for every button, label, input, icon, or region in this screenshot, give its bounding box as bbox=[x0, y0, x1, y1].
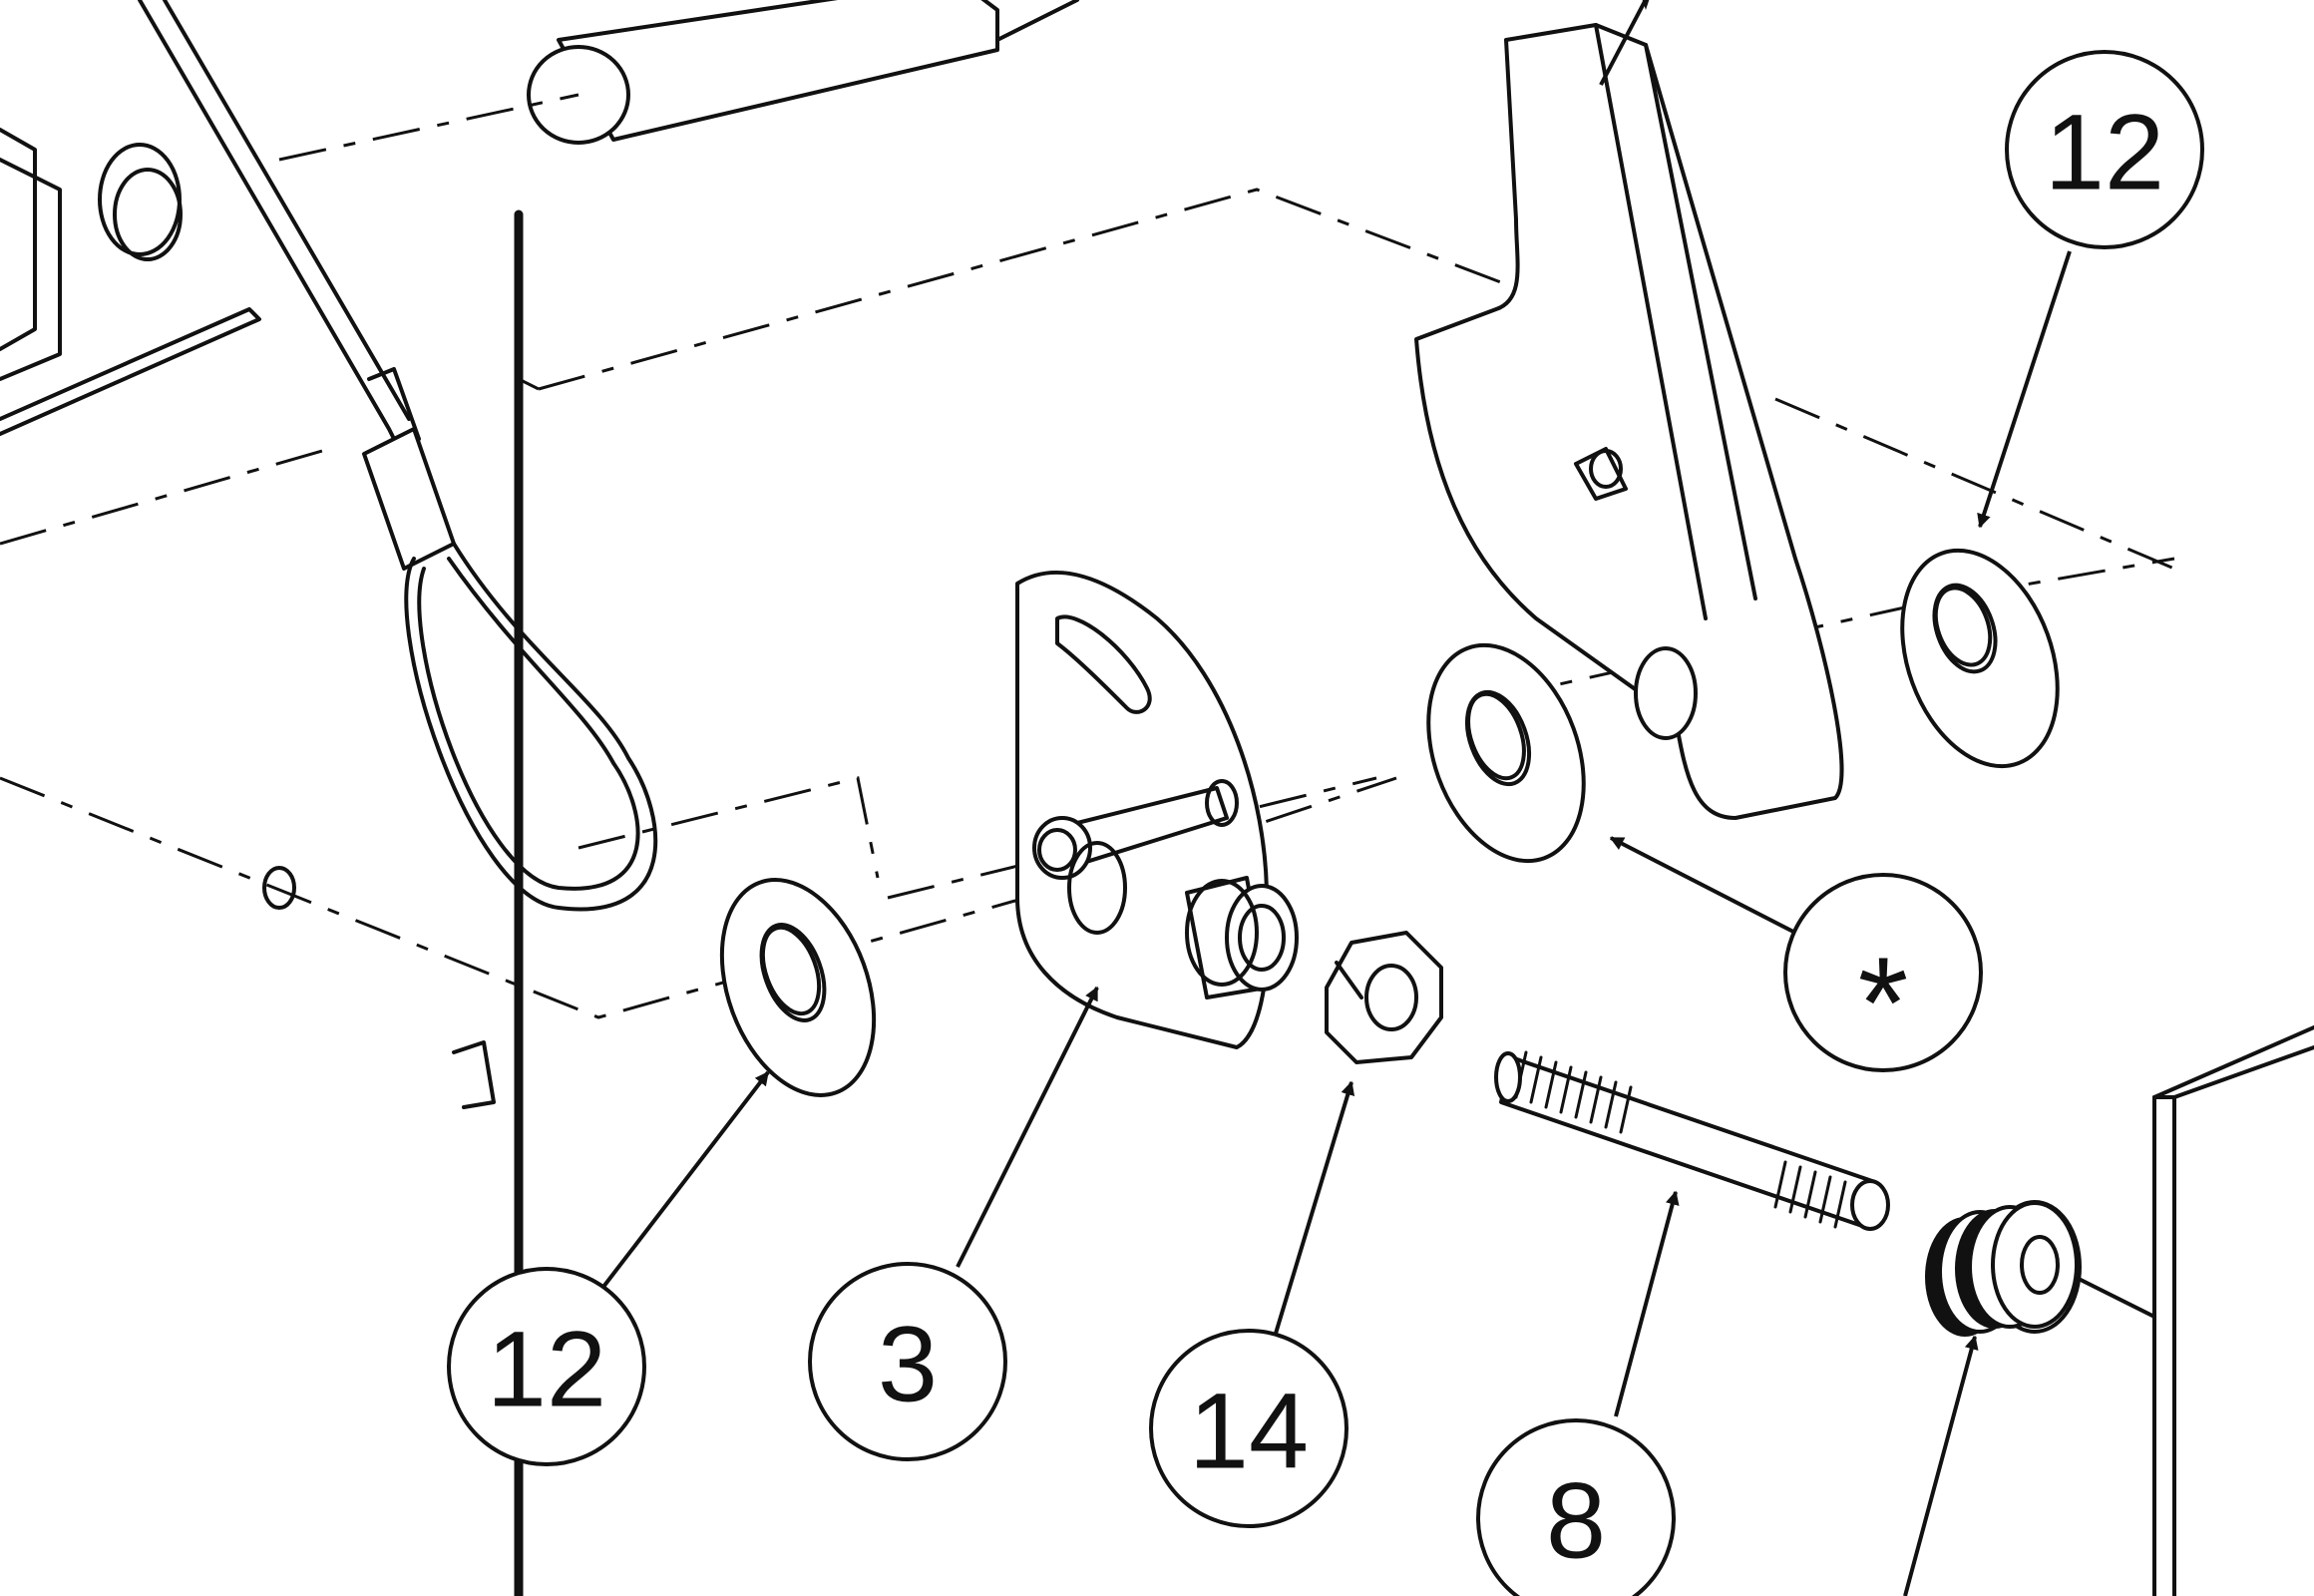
arrow-bracket bbox=[956, 986, 1099, 1268]
washer-left bbox=[719, 878, 877, 1097]
hex-nut bbox=[1325, 931, 1443, 1064]
callout-label-stud: 8 bbox=[1546, 1460, 1606, 1581]
rubber-bushing bbox=[1925, 1200, 2082, 1337]
pivot-arm bbox=[1414, 23, 1844, 820]
arrow-spacer-washer bbox=[1609, 836, 1796, 935]
leader-arrows bbox=[601, 0, 2072, 1596]
callout-label-spacer-washer: * bbox=[1858, 930, 1909, 1075]
washer-right bbox=[1900, 548, 2060, 769]
arrow-washer-right bbox=[1977, 250, 2072, 529]
arrow-top-partial bbox=[1599, 0, 1648, 86]
bracket-plate bbox=[1015, 570, 1299, 1049]
callout-spacer-washer: * bbox=[1783, 873, 1983, 1075]
callout-washer-right: 12 bbox=[2005, 50, 2204, 249]
callout-bracket: 3 bbox=[808, 1262, 1007, 1461]
callout-label-washer-left: 12 bbox=[487, 1309, 606, 1429]
callout-label-nut: 14 bbox=[1189, 1371, 1309, 1491]
arrow-nut bbox=[1270, 1080, 1355, 1348]
threaded-stud bbox=[1494, 1050, 1890, 1231]
spacer-washer bbox=[1426, 642, 1586, 864]
callout-nut: 14 bbox=[1149, 1329, 1349, 1528]
callout-washer-left: 12 bbox=[447, 1267, 646, 1466]
arrow-washer-left bbox=[601, 1070, 770, 1289]
callout-label-bracket: 3 bbox=[878, 1304, 938, 1424]
arrow-stud bbox=[1614, 1190, 1680, 1417]
callout-label-washer-right: 12 bbox=[2045, 92, 2164, 212]
arrow-bushing bbox=[1903, 1335, 1979, 1596]
callout-stud: 8 bbox=[1476, 1418, 1676, 1596]
